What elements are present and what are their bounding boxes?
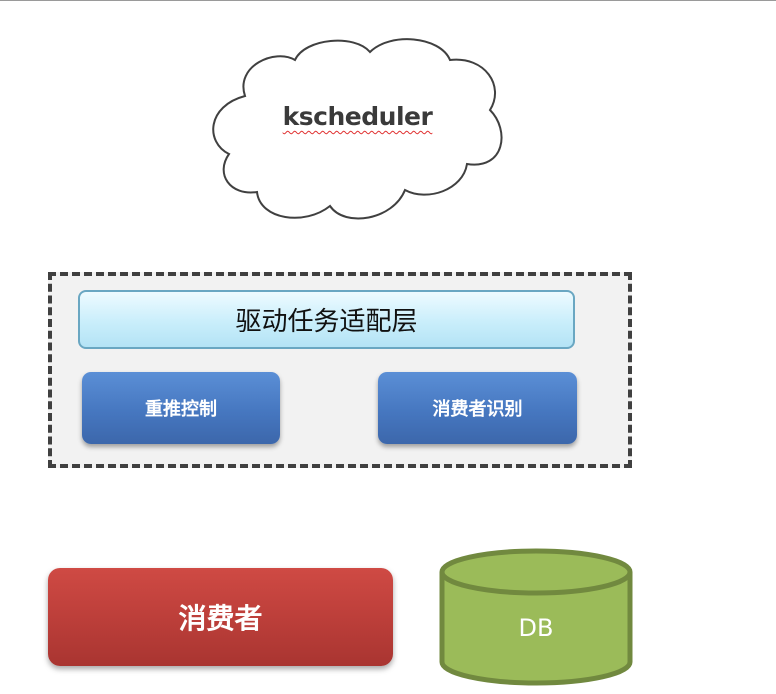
consumer-box: 消费者 [48,568,393,666]
cloud-shape [212,38,503,220]
retry-control-label: 重推控制 [145,399,217,420]
database-cylinder: DB [438,548,634,688]
retry-control-box: 重推控制 [82,372,280,444]
cloud-label: kscheduler [282,102,433,131]
consumer-identification-label: 消费者识别 [432,399,523,420]
adapter-layer-label: 驱动任务适配层 [235,307,418,337]
consumer-identification-box: 消费者识别 [378,372,577,444]
consumer-label: 消费者 [178,602,263,635]
kscheduler-cloud: kscheduler [205,30,510,230]
driver-task-adapter-layer: 驱动任务适配层 [78,290,575,349]
db-label: DB [518,614,554,642]
db-cylinder-shape [439,548,633,686]
top-divider [0,0,776,1]
